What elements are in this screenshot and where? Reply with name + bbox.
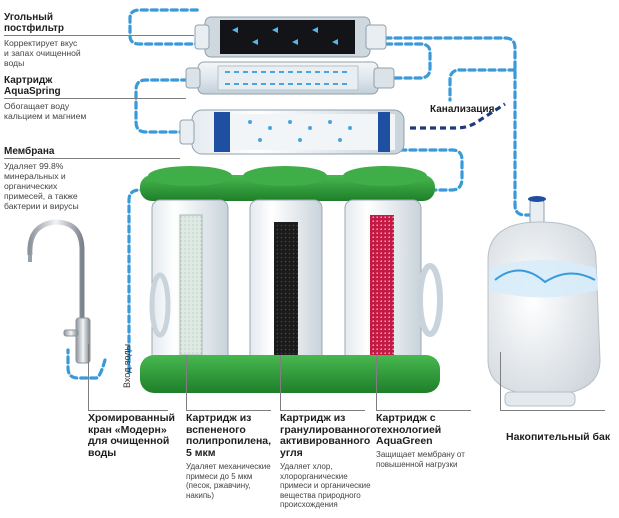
connector-line — [280, 355, 281, 410]
connector-line — [186, 355, 187, 410]
faucet — [27, 219, 91, 364]
connector-line — [4, 35, 194, 36]
tank-label: Накопительный бак — [506, 431, 611, 443]
connector-line — [376, 410, 471, 411]
cart3-title: Картридж с технологией AquaGreen — [376, 412, 442, 447]
membrane-housing — [179, 109, 405, 155]
connector-line — [88, 344, 89, 410]
connector-line — [186, 410, 271, 411]
connector-line — [4, 158, 180, 159]
carbon-postfilter-desc: Корректирует вкус и запах очищенной воды — [4, 38, 81, 68]
aquaspring-cartridge — [185, 61, 395, 95]
cart3-desc: Защищает мембрану от повышенной нагрузки — [376, 450, 465, 469]
connector-line — [500, 410, 605, 411]
connector-line — [280, 410, 365, 411]
cart2-title: Картридж из гранулированного активирован… — [280, 412, 377, 459]
drain-line — [410, 102, 506, 130]
membrane-desc: Удаляет 99.8% минеральных и органических… — [4, 161, 79, 211]
cart1-title: Картридж из вспененого полипропилена, 5 … — [186, 412, 272, 459]
carbon-postfilter-title: Угольный постфильтр — [4, 12, 64, 34]
storage-tank — [487, 196, 601, 407]
aquaspring-title: Картридж AquaSpring — [4, 75, 61, 97]
connector-line — [376, 355, 377, 410]
drain-label: Канализация — [430, 104, 495, 115]
cart2-desc: Удаляет хлор, хлорорганические примеси и… — [280, 462, 371, 510]
water-inlet-label: Вход воды — [122, 343, 132, 388]
aquaspring-desc: Обогащает воду кальцием и магнием — [4, 101, 87, 121]
cart1-desc: Удаляет механические примеси до 5 мкм (п… — [186, 462, 271, 500]
faucet-title: Хромированный кран «Модерн» для очищенно… — [88, 412, 176, 459]
membrane-title: Мембрана — [4, 146, 55, 157]
connector-line — [4, 98, 186, 99]
connector-line — [500, 352, 501, 410]
pre-filter-block — [140, 166, 443, 393]
carbon-postfilter — [194, 16, 387, 58]
connector-line — [88, 410, 168, 411]
